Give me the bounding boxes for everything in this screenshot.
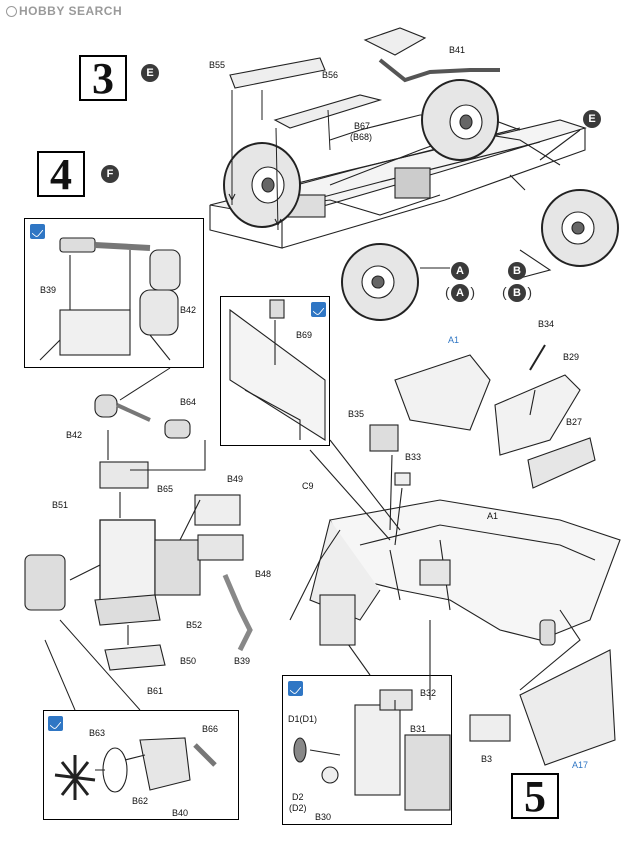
label-b32: B32 (420, 688, 437, 698)
step-4-box: 4 (37, 151, 85, 197)
paint-brush-icon (48, 716, 63, 731)
grille-a17 (519, 649, 616, 766)
part-b56 (273, 94, 383, 129)
label-b63: B63 (89, 728, 106, 738)
label-c9: C9 (302, 481, 314, 491)
label-b56: B56 (322, 70, 339, 80)
label-b68: (B68) (350, 132, 373, 142)
watermark: HOBBY SEARCH (6, 4, 122, 18)
label-b55: B55 (209, 60, 226, 70)
fan-inset-drawing (54, 737, 217, 800)
label-d1: D1(D1) (288, 714, 318, 724)
label-b3: B3 (481, 754, 493, 764)
label-b39: B39 (40, 285, 57, 295)
label-b42-engine: B42 (66, 430, 83, 440)
label-b49: B49 (227, 474, 244, 484)
body-tub (309, 499, 621, 646)
hood-a1 (394, 354, 491, 431)
label-b40: B40 (172, 808, 189, 818)
wheel-front-left (223, 142, 301, 228)
label-b67: B67 (354, 121, 371, 131)
label-a1-hood: A1 (448, 335, 460, 345)
wheel-rear-left (421, 79, 499, 161)
exhaust-pipe (378, 58, 500, 83)
part-b55 (229, 57, 326, 89)
label-b69: B69 (296, 330, 313, 340)
logo-icon (6, 6, 17, 17)
label-b66: B66 (202, 724, 219, 734)
label-d2-paren: (D2) (289, 803, 307, 813)
wheel-rear-right (541, 189, 619, 267)
marker-a: A (451, 262, 469, 280)
label-b31: B31 (410, 724, 427, 734)
step-5-box: 5 (511, 773, 559, 819)
radiator-assembly (293, 594, 451, 811)
engine-assembly (24, 394, 253, 671)
label-b41: B41 (449, 45, 466, 55)
label-a1-body: A1 (487, 511, 499, 521)
marker-b-paren: B (502, 284, 532, 302)
label-b33: B33 (405, 452, 422, 462)
part-b35 (369, 424, 399, 452)
step-4-marker: F (101, 165, 119, 183)
inset-fan (43, 710, 239, 820)
label-b51: B51 (52, 500, 69, 510)
label-b61: B61 (147, 686, 164, 696)
marker-b: B (508, 262, 526, 280)
label-b50: B50 (180, 656, 197, 666)
paint-brush-icon (311, 302, 326, 317)
label-d2: D2 (292, 792, 304, 802)
step-3-marker: E (141, 64, 159, 82)
lamp-b27 (527, 437, 596, 489)
label-a17: A17 (572, 760, 589, 770)
part-b3 (469, 714, 511, 742)
fender-b29 (494, 374, 581, 456)
label-b64: B64 (180, 397, 197, 407)
label-b65: B65 (157, 484, 174, 494)
label-b48: B48 (255, 569, 272, 579)
wheel-front-right (341, 243, 419, 321)
label-b62: B62 (132, 796, 149, 806)
exhaust-bracket (363, 27, 427, 56)
part-b33 (394, 472, 411, 486)
label-b42: B42 (180, 305, 197, 315)
step-3-box: 3 (79, 55, 127, 101)
marker-a-paren: A (445, 284, 475, 302)
label-b30: B30 (315, 812, 332, 822)
label-b27: B27 (566, 417, 583, 427)
label-b52: B52 (186, 620, 203, 630)
engine-inset-drawing (39, 237, 181, 361)
label-b34: B34 (538, 319, 555, 329)
paint-brush-icon (288, 681, 303, 696)
dashboard-inset-drawing (229, 299, 326, 441)
label-b29: B29 (563, 352, 580, 362)
label-b39-hose: B39 (234, 656, 251, 666)
paint-brush-icon (30, 224, 45, 239)
marker-e: E (583, 110, 601, 128)
label-b35: B35 (348, 409, 365, 419)
